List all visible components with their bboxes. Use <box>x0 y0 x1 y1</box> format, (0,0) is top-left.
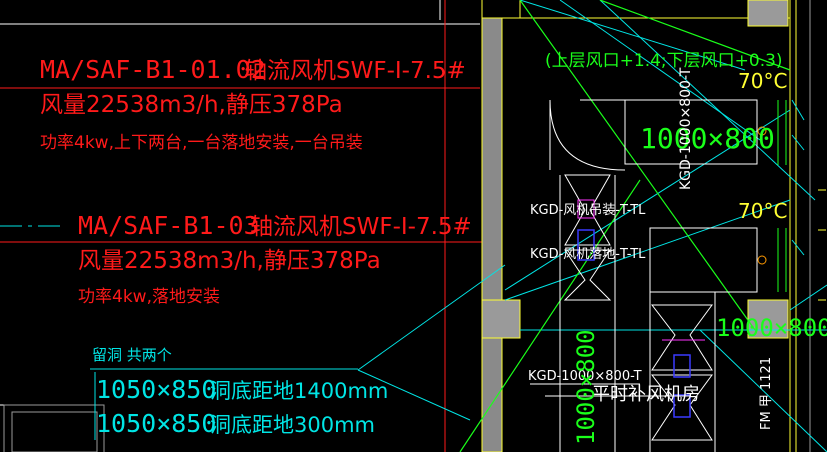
equipment-2-fan-type: 轴流风机SWF-I-7.5# <box>250 214 472 240</box>
green-diagonals <box>459 0 791 452</box>
duct-tag-vertical: KGD-1000×800-T <box>678 67 694 190</box>
damper-tag-1: KGD-风机吊装-T-TL <box>530 203 646 218</box>
openings-note: 留洞 共两个 1050×850 洞底距地1400mm 1050×850 洞底距地… <box>90 346 388 440</box>
equipment-2-airflow: 风量22538m3/h,静压378Pa <box>78 248 381 274</box>
leader-lines <box>357 0 827 452</box>
equipment-note-1: MA/SAF-B1-01.02 轴流风机SWF-I-7.5# 风量22538m3… <box>40 55 466 153</box>
opening-1-note: 洞底距地1400mm <box>210 379 388 403</box>
damper-markers <box>757 126 767 265</box>
duct-tag-bottom: KGD-1000×800-T <box>528 369 642 384</box>
equipment-2-tag: MA/SAF-B1-03 <box>78 211 259 240</box>
openings-header: 留洞 共两个 <box>92 346 172 364</box>
door-tag: FM 甲 1121 <box>759 357 774 430</box>
reference-lines <box>0 0 485 452</box>
room-name: 平时补风机房 <box>592 384 700 405</box>
duct-size-partial: 1000×800 <box>716 314 827 342</box>
elevation-note: (上层风口+1.4;下层风口+0.3) <box>545 51 783 71</box>
room-leaders <box>530 383 690 397</box>
equipment-1-fan-type: 轴流风机SWF-I-7.5# <box>244 58 466 84</box>
opening-2-note: 洞底距地300mm <box>210 413 375 437</box>
equipment-note-2: MA/SAF-B1-03 轴流风机SWF-I-7.5# 风量22538m3/h,… <box>78 211 472 307</box>
duct-size-1: 1000×800 <box>640 122 775 155</box>
right-plan-labels: (上层风口+1.4;下层风口+0.3) 70°C 70°C 1000×800 K… <box>528 51 827 445</box>
fan-symbols <box>577 199 705 418</box>
opening-1-size: 1050×850 <box>96 375 216 404</box>
temperature-label-1: 70°C <box>738 69 787 93</box>
louvers <box>777 99 805 292</box>
temperature-label-2: 70°C <box>738 199 787 223</box>
equipment-2-power: 功率4kw,落地安装 <box>78 287 220 307</box>
equipment-1-airflow: 风量22538m3/h,静压378Pa <box>40 92 343 118</box>
duct-outlines <box>549 99 758 452</box>
equipment-1-tag: MA/SAF-B1-01.02 <box>40 55 266 84</box>
concrete-wall <box>481 0 811 452</box>
opening-2-size: 1050×850 <box>96 409 216 438</box>
edge-marks <box>818 189 826 301</box>
equipment-1-power: 功率4kw,上下两台,一台落地安装,一台吊装 <box>40 133 363 153</box>
damper-tag-2: KGD-风机落地-T-TL <box>530 247 646 262</box>
duct-size-vertical: 1000×800 <box>572 329 600 445</box>
